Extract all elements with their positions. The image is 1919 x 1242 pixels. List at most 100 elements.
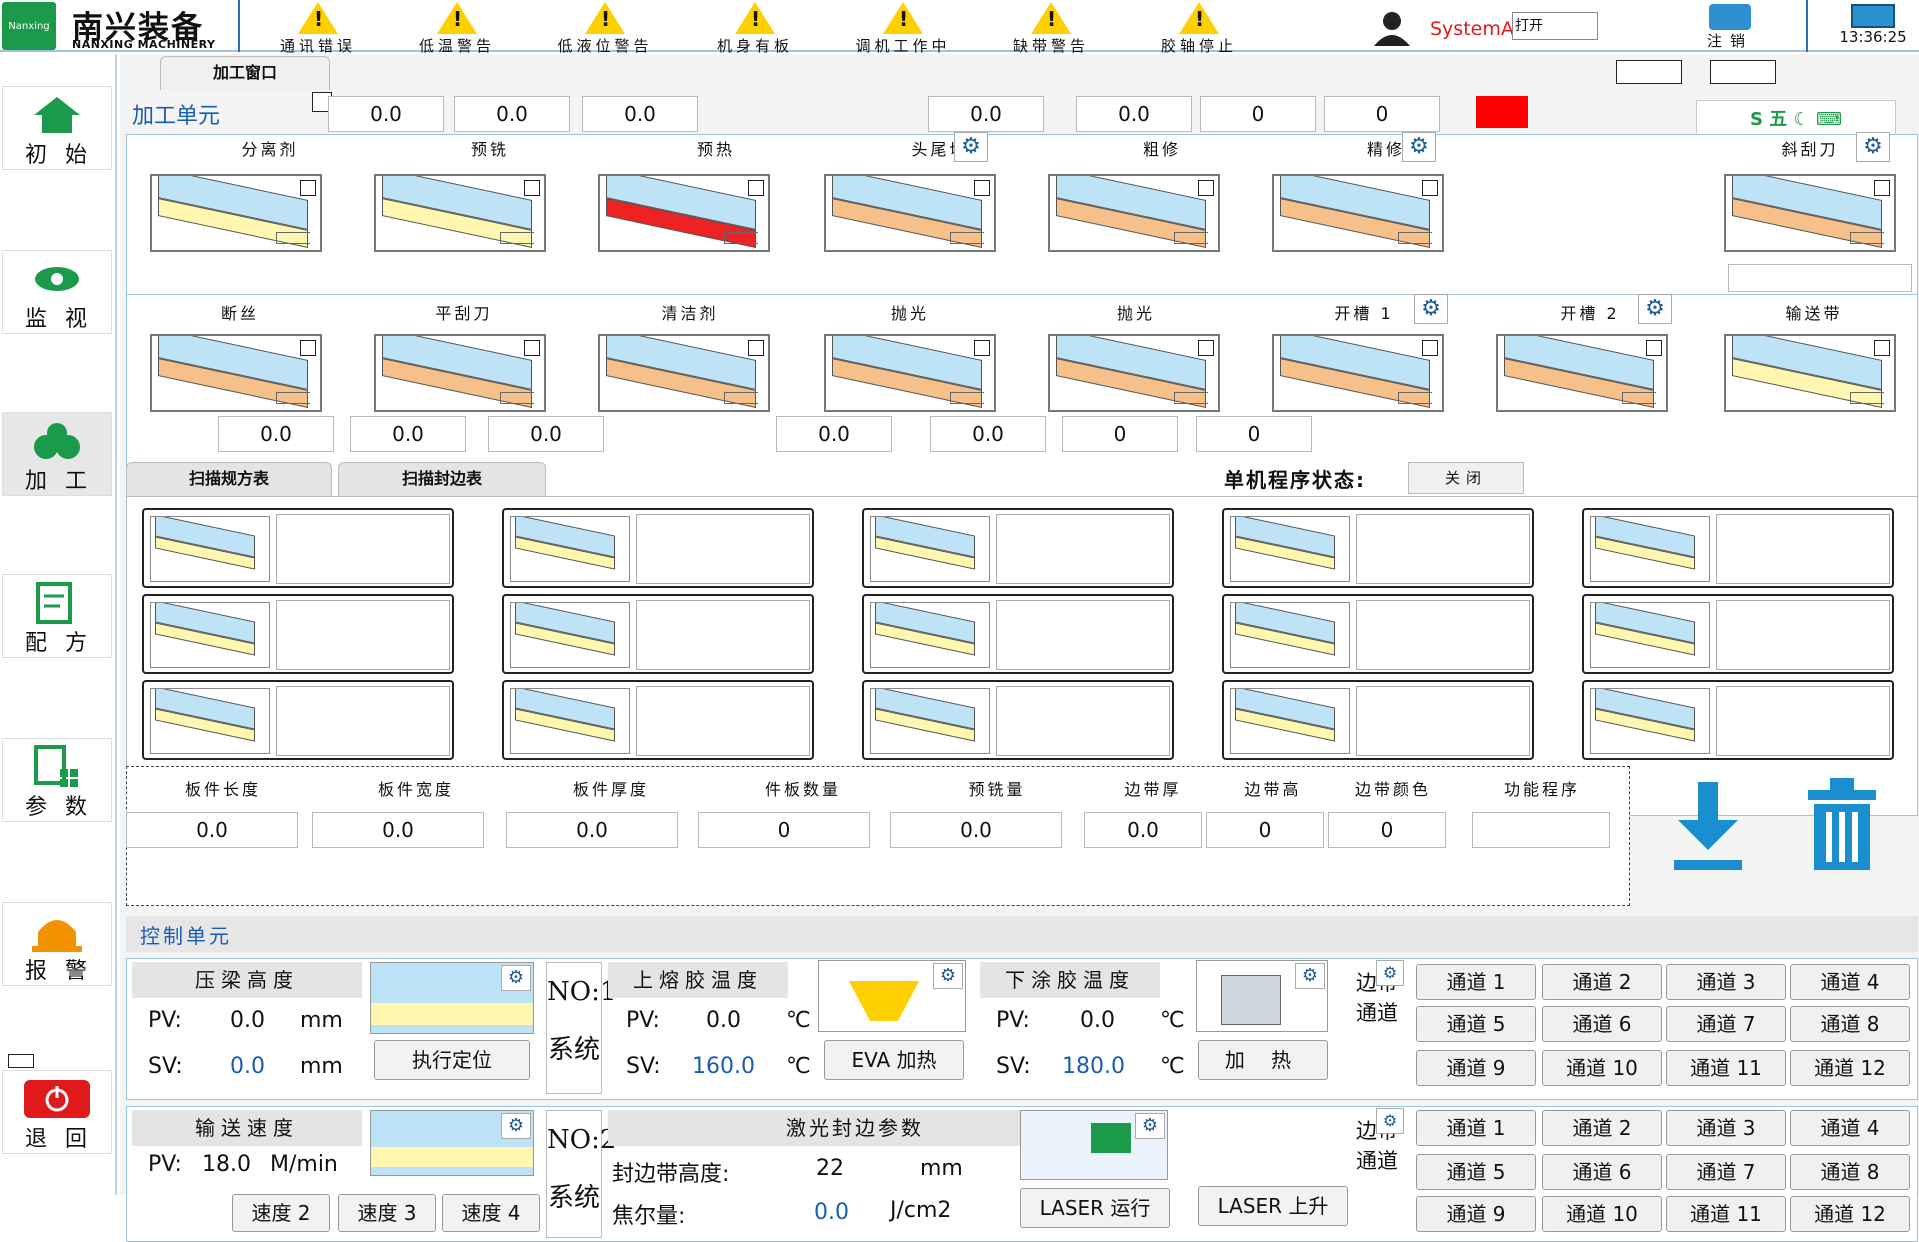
scan-cell[interactable]: [142, 594, 454, 674]
station-checkbox[interactable]: [1422, 180, 1438, 196]
value-quantity[interactable]: 0: [698, 812, 870, 848]
laser-up-button[interactable]: LASER 上升: [1198, 1186, 1348, 1226]
value-function[interactable]: [1472, 812, 1610, 848]
value-length[interactable]: 0.0: [126, 812, 298, 848]
scan-cell[interactable]: [1582, 594, 1894, 674]
channel-2-sys2[interactable]: 通道 2: [1542, 1110, 1662, 1146]
channel-5[interactable]: 通道 5: [1416, 1006, 1536, 1042]
nav-home[interactable]: 初始: [2, 86, 112, 170]
value-width[interactable]: 0.0: [312, 812, 484, 848]
scan-cell[interactable]: [142, 508, 454, 588]
channel-2[interactable]: 通道 2: [1542, 964, 1662, 1000]
channel-5-sys2[interactable]: 通道 5: [1416, 1154, 1536, 1190]
scan-cell[interactable]: [502, 508, 814, 588]
station-end-cut[interactable]: [824, 174, 996, 252]
gear-icon[interactable]: ⚙: [1376, 1108, 1404, 1134]
value-tape-height[interactable]: 0: [1206, 812, 1324, 848]
download-icon[interactable]: [1668, 776, 1748, 876]
logout-button[interactable]: 注销: [1690, 4, 1770, 50]
value-thickness[interactable]: 0.0: [506, 812, 678, 848]
gear-icon[interactable]: ⚙: [1856, 132, 1890, 162]
scan-cell[interactable]: [862, 594, 1174, 674]
warning-comm-error[interactable]: 通讯错误: [253, 2, 383, 55]
top-value-6[interactable]: 0: [1200, 96, 1316, 132]
nav-process[interactable]: 加工: [2, 412, 112, 496]
scan-cell[interactable]: [862, 508, 1174, 588]
lower-sv-value[interactable]: 180.0: [1062, 1054, 1125, 1079]
row2-value-7[interactable]: 0: [1196, 416, 1312, 452]
top-value-5[interactable]: 0.0: [1076, 96, 1192, 132]
row2-value-4[interactable]: 0.0: [776, 416, 892, 452]
station-polish-1[interactable]: [824, 334, 996, 412]
row2-value-3[interactable]: 0.0: [488, 416, 604, 452]
station-checkbox[interactable]: [974, 180, 990, 196]
row2-value-2[interactable]: 0.0: [350, 416, 466, 452]
eva-heat-button[interactable]: EVA 加热: [824, 1040, 964, 1080]
top-value-1[interactable]: 0.0: [328, 96, 444, 132]
laser-height-value[interactable]: 22: [816, 1156, 844, 1181]
gear-icon[interactable]: ⚙: [933, 963, 963, 989]
speed-2-button[interactable]: 速度 2: [232, 1194, 330, 1232]
channel-8[interactable]: 通道 8: [1790, 1006, 1910, 1042]
system-input[interactable]: 打开: [1512, 12, 1598, 40]
laser-run-button[interactable]: LASER 运行: [1020, 1188, 1170, 1228]
value-tape-color[interactable]: 0: [1328, 812, 1446, 848]
scan-cell[interactable]: [502, 594, 814, 674]
station-checkbox[interactable]: [1198, 180, 1214, 196]
warning-tape-missing[interactable]: 缺带警告: [986, 2, 1116, 55]
station-flat-scraper[interactable]: [374, 334, 546, 412]
tab-scan-edge[interactable]: 扫描封边表: [338, 462, 546, 496]
nav-params[interactable]: 参数: [2, 738, 112, 822]
channel-11-sys2[interactable]: 通道 11: [1666, 1196, 1786, 1232]
scan-cell[interactable]: [1222, 594, 1534, 674]
station-wire-break[interactable]: [150, 334, 322, 412]
channel-4-sys2[interactable]: 通道 4: [1790, 1110, 1910, 1146]
warning-board-present[interactable]: 机身有板: [690, 2, 820, 55]
channel-10-sys2[interactable]: 通道 10: [1542, 1196, 1662, 1232]
station-checkbox[interactable]: [1646, 340, 1662, 356]
gear-icon[interactable]: ⚙: [1638, 294, 1672, 324]
channel-1[interactable]: 通道 1: [1416, 964, 1536, 1000]
station-preheat[interactable]: [598, 174, 770, 252]
channel-1-sys2[interactable]: 通道 1: [1416, 1110, 1536, 1146]
gear-icon[interactable]: ⚙: [1376, 960, 1404, 986]
gear-icon[interactable]: ⚙: [1295, 963, 1325, 989]
channel-6[interactable]: 通道 6: [1542, 1006, 1662, 1042]
gear-icon[interactable]: ⚙: [1402, 132, 1436, 162]
row2-value-5[interactable]: 0.0: [930, 416, 1046, 452]
upper-sv-value[interactable]: 160.0: [692, 1054, 755, 1079]
tab-scan-square[interactable]: 扫描规方表: [126, 462, 332, 496]
value-premill[interactable]: 0.0: [890, 812, 1062, 848]
station-checkbox[interactable]: [1874, 180, 1890, 196]
nav-exit[interactable]: 退回: [2, 1070, 112, 1154]
top-value-4[interactable]: 0.0: [928, 96, 1044, 132]
top-value-2[interactable]: 0.0: [454, 96, 570, 132]
gear-icon[interactable]: ⚙: [1135, 1113, 1165, 1139]
speed-3-button[interactable]: 速度 3: [338, 1194, 436, 1232]
station-conveyor[interactable]: [1724, 334, 1896, 412]
channel-3-sys2[interactable]: 通道 3: [1666, 1110, 1786, 1146]
gear-icon[interactable]: ⚙: [1414, 294, 1448, 324]
channel-10[interactable]: 通道 10: [1542, 1050, 1662, 1086]
scan-cell[interactable]: [1222, 508, 1534, 588]
station-checkbox[interactable]: [524, 180, 540, 196]
bevel-value-field[interactable]: [1728, 264, 1912, 292]
row2-value-1[interactable]: 0.0: [218, 416, 334, 452]
heat-button[interactable]: 加 热: [1198, 1040, 1328, 1080]
station-bevel-scraper[interactable]: [1724, 174, 1896, 252]
station-checkbox[interactable]: [748, 340, 764, 356]
channel-12[interactable]: 通道 12: [1790, 1050, 1910, 1086]
scan-cell[interactable]: [1222, 680, 1534, 760]
scan-cell[interactable]: [1582, 508, 1894, 588]
warning-debug[interactable]: 调机工作中: [838, 2, 968, 55]
top-value-3[interactable]: 0.0: [582, 96, 698, 132]
station-checkbox[interactable]: [1198, 340, 1214, 356]
trash-icon[interactable]: [1802, 776, 1882, 876]
row2-value-6[interactable]: 0: [1062, 416, 1178, 452]
station-checkbox[interactable]: [1422, 340, 1438, 356]
station-polish-2[interactable]: [1048, 334, 1220, 412]
warning-low-level[interactable]: 低液位警告: [540, 2, 670, 55]
tab-process-window[interactable]: 加工窗口: [160, 56, 330, 90]
execute-position-button[interactable]: 执行定位: [374, 1040, 530, 1080]
top-value-7[interactable]: 0: [1324, 96, 1440, 132]
